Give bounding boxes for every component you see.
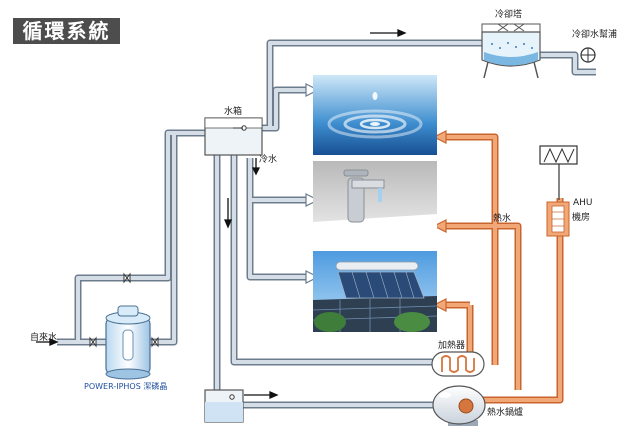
flow-arrows [36,29,407,399]
hot-water-label: 熱水 [493,214,512,224]
water-ripple-image [313,75,437,155]
coil-icon [546,201,570,237]
cooling-pump-label: 冷卻水幫浦 [572,30,618,40]
solar-panel-image [312,251,438,332]
boiler-label: 熱水鍋爐 [487,408,524,418]
water-tank-label: 水箱 [224,107,243,117]
cooling-tower [481,23,541,79]
valve-icon [89,272,159,348]
tap-water-label: 自來水 [30,333,58,343]
heater [431,351,485,377]
heater-label: 加熱器 [438,341,466,351]
arrow-right-icon [305,83,320,284]
page-title: 循環系統 [13,18,120,44]
ahu-unit [539,145,578,237]
cooling-pump-icon [580,47,596,63]
ahu-label: AHU [573,198,593,208]
cold-water-label: 冷水 [259,155,278,165]
ahu-room-label: 機房 [572,213,591,223]
water-tank [204,117,263,156]
arrow-left-icon [432,130,447,312]
faucet-image [313,161,437,244]
boiler [432,385,486,426]
bottom-tank [204,389,244,423]
filter-unit [105,305,151,380]
cooling-tower-label: 冷卻塔 [495,10,523,20]
filter-label: POWER-IPHOS 潔磷晶 [84,382,168,391]
